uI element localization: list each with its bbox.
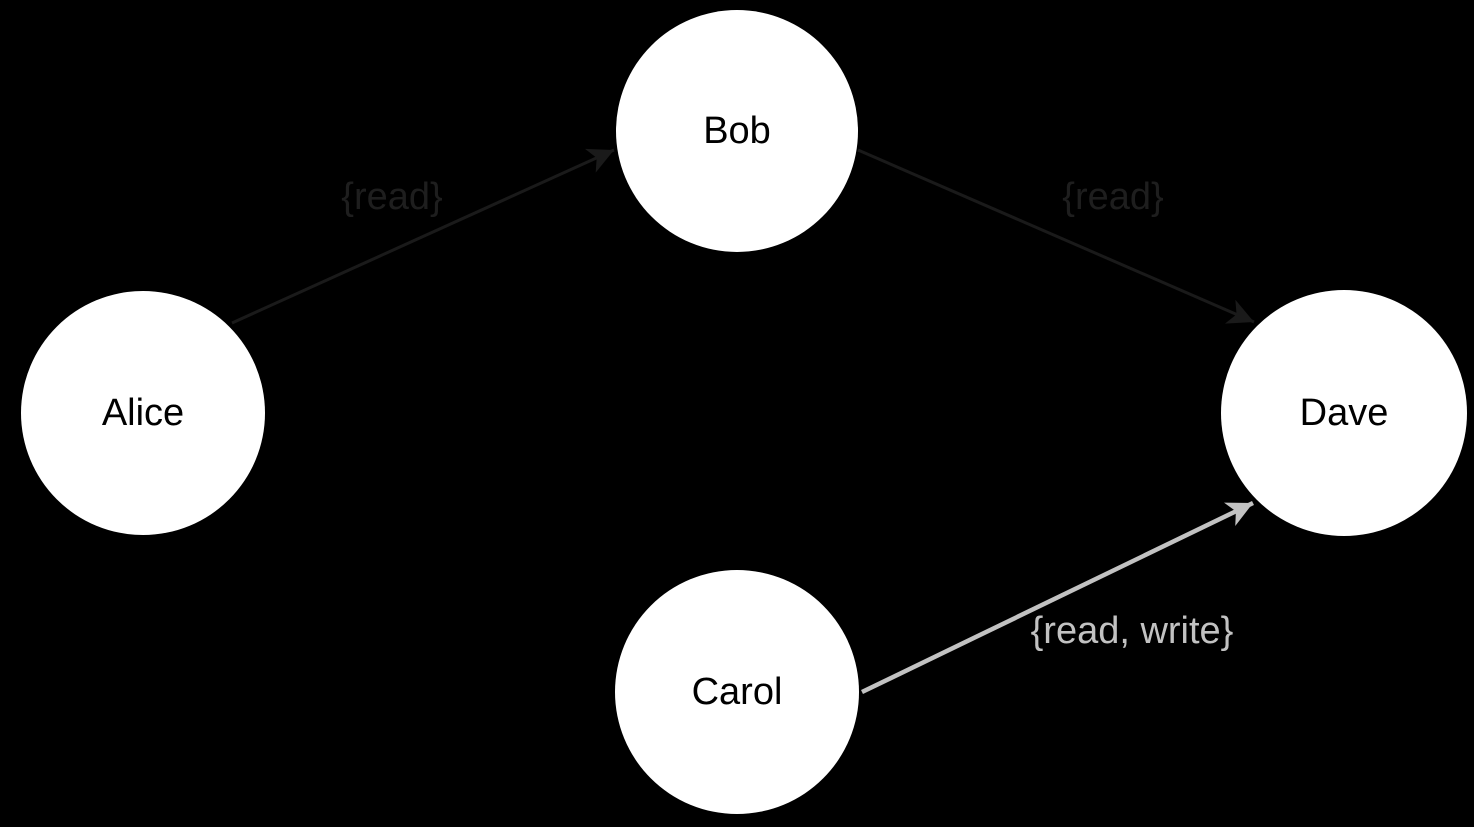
edge-alice-bob	[231, 148, 615, 325]
edge-label-alice-bob: {read}	[341, 176, 442, 218]
node-bob-label: Bob	[703, 110, 771, 152]
node-carol-label: Carol	[692, 671, 783, 713]
node-carol: Carol	[615, 570, 859, 814]
node-alice-label: Alice	[102, 392, 184, 434]
edge-label-bob-dave: {read}	[1062, 176, 1163, 218]
node-carol-circle	[615, 570, 859, 814]
node-bob-circle	[616, 10, 858, 252]
edge-label-carol-dave: {read, write}	[1031, 610, 1234, 652]
node-dave-label: Dave	[1300, 392, 1389, 434]
edge-carol-dave	[861, 500, 1254, 695]
node-alice-circle	[21, 291, 265, 535]
node-dave-circle	[1221, 290, 1467, 536]
node-alice: Alice	[21, 291, 265, 535]
node-dave: Dave	[1221, 290, 1467, 536]
node-bob: Bob	[616, 10, 858, 252]
edge-bob-dave	[857, 148, 1255, 324]
